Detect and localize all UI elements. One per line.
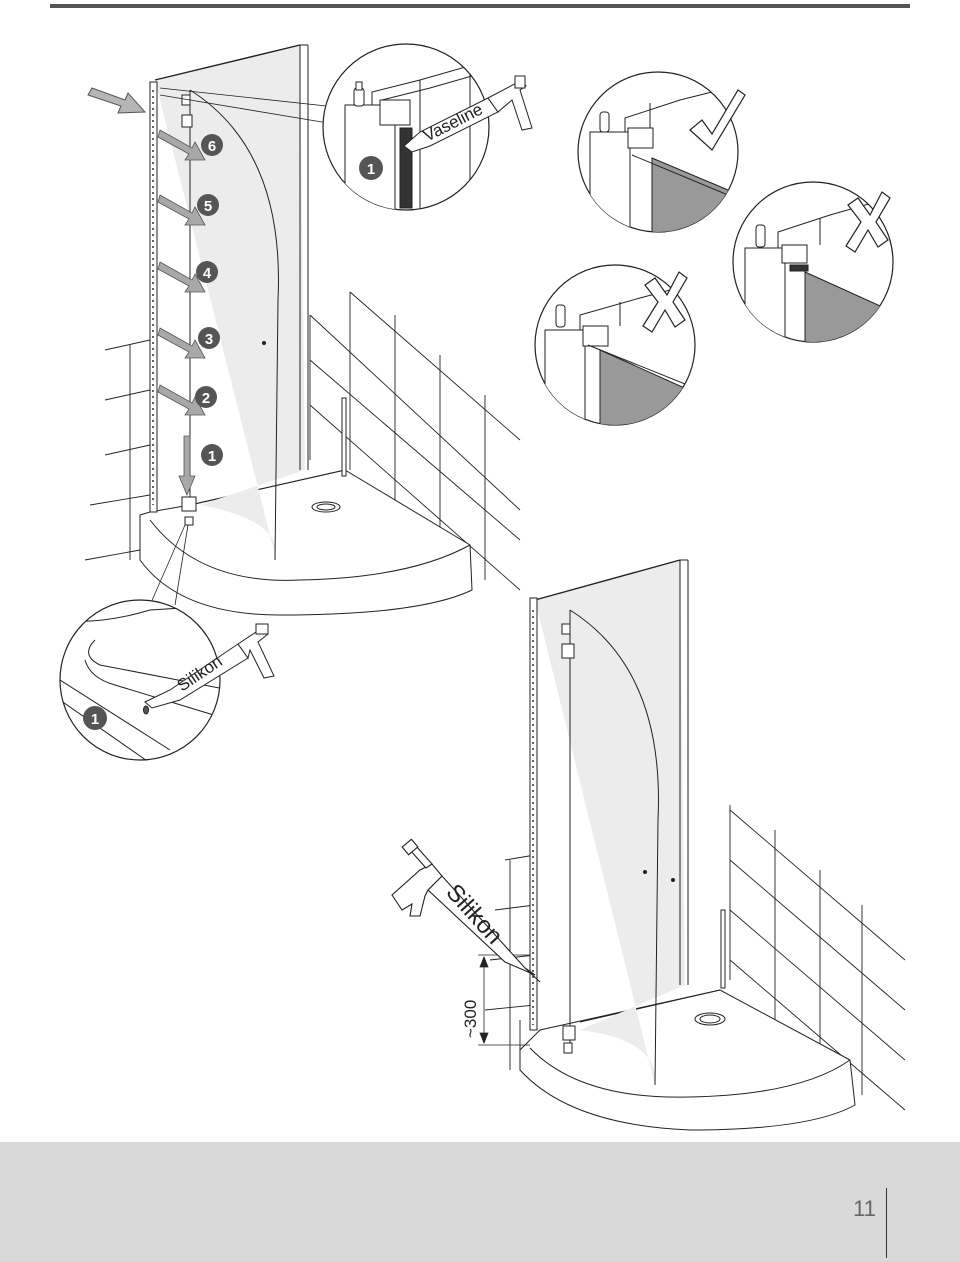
step-number: 1 [91,711,99,728]
arrow-icon [157,194,206,226]
lower-scene [478,559,906,1131]
silikon-gun-small-icon [143,623,275,715]
cross-icon [845,191,891,253]
detail-wrong-right [732,181,894,343]
detail-correct [577,71,746,233]
push-arrow-icon [87,87,147,114]
cross-icon [642,271,688,333]
hinge-bottom-icon [181,496,197,512]
glass-panel-lower [534,559,689,1086]
assembly-diagram: 1 2 3 4 5 6 Vaseline [59,43,906,1131]
silikon-label: Silikon [441,879,508,950]
top-rule [50,4,910,8]
page-footer: 11 [0,1142,960,1262]
detail-wrong-left [534,264,696,426]
hinge-icon [562,1025,576,1041]
step-number: 4 [203,265,212,282]
step-badges: 1 2 3 4 5 6 [195,134,223,466]
step-number: 1 [208,448,216,465]
step-number: 5 [204,198,212,215]
upper-scene [84,44,521,616]
check-icon [689,89,746,151]
step-arrows [157,129,206,497]
step-number: 1 [367,161,375,178]
arrow-icon [157,129,206,161]
arrow-icon [157,384,206,416]
hinge-top-icon [181,114,193,128]
step-number: 2 [202,390,210,407]
wall-profile-lower [529,597,538,1031]
page-number: 11 [853,1196,876,1221]
arrow-icon [157,261,206,293]
glass-panel [154,44,309,561]
detail-vaseline: Vaseline 1 [322,43,533,211]
step-number: 3 [205,331,213,348]
dimension-label: ~300 [461,1000,480,1038]
hinge-icon [561,643,575,659]
hinge-icon [561,623,571,635]
wall-profile [149,81,158,513]
vaseline-tube-icon [403,75,533,153]
wall-tiles [84,291,521,591]
arrow-down-icon [178,435,196,497]
detail-silikon: Silikon 1 [59,599,275,761]
wall-post [341,397,347,477]
page-number-rule [886,1188,887,1258]
silikon-gun-icon [391,838,541,983]
wall-post [720,909,726,989]
step-number: 6 [208,138,216,155]
arrow-icon [157,327,206,359]
